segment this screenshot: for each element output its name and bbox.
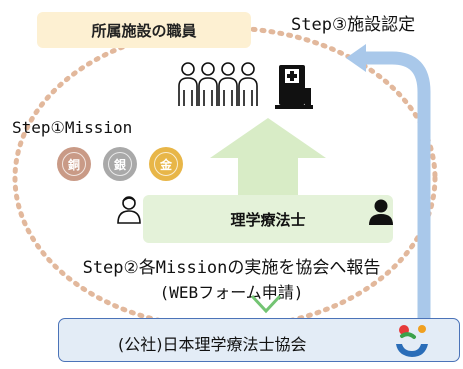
person-silhouette-icon: [369, 199, 393, 225]
silver-coin-icon: 銀: [103, 147, 137, 181]
step2-label: Step②各Missionの実施を協会へ報告: [82, 258, 381, 278]
people-group-icon: [178, 62, 258, 106]
physical-therapist-box: 理学療法士: [143, 195, 393, 243]
physical-therapist-label: 理学療法士: [230, 210, 306, 229]
step1-label: Step①Mission: [12, 118, 133, 137]
step2-sublabel: (WEBフォーム申請): [159, 283, 304, 302]
association-label: (公社)日本理学療法士協会: [118, 335, 307, 354]
silver-coin-label: 銀: [113, 157, 126, 172]
facility-staff-box: 所属施設の職員: [37, 12, 251, 48]
gold-coin-label: 金: [159, 157, 172, 172]
step3-label: Step③施設認定: [291, 15, 416, 35]
person-outline-icon: [117, 196, 141, 224]
association-box: [58, 318, 460, 362]
association-logo-icon: [396, 325, 428, 357]
facility-staff-label: 所属施設の職員: [91, 21, 197, 40]
hospital-building-icon: [275, 65, 313, 109]
gold-coin-icon: 金: [149, 147, 183, 181]
bronze-coin-icon: 銅: [57, 147, 91, 181]
bronze-coin-label: 銅: [67, 157, 80, 172]
